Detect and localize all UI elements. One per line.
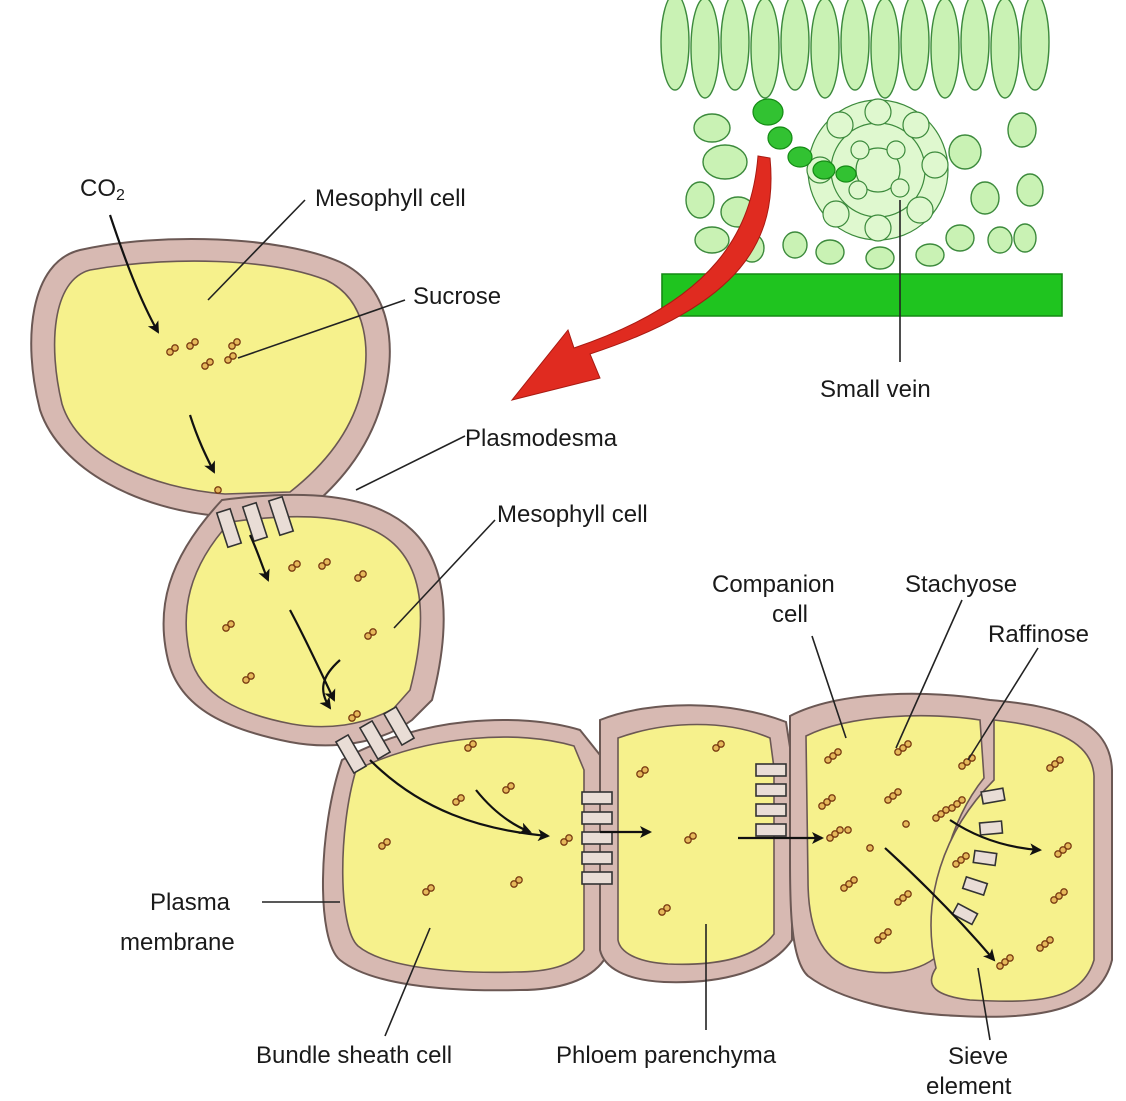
label-raffinose: Raffinose xyxy=(988,621,1089,648)
palisade-layer xyxy=(661,0,1049,98)
label-bundle-sheath: Bundle sheath cell xyxy=(256,1042,452,1069)
label-companion-1: Companion xyxy=(712,571,835,598)
label-mesophyll-top: Mesophyll cell xyxy=(315,185,466,212)
label-mesophyll-mid: Mesophyll cell xyxy=(497,501,648,528)
label-plasma-2: membrane xyxy=(120,929,235,956)
companion-sieve-complex xyxy=(790,694,1112,1017)
label-small-vein: Small vein xyxy=(820,376,931,403)
label-plasma-1: Plasma xyxy=(150,889,231,916)
phloem-parenchyma-cell xyxy=(600,705,792,982)
bundle-sheath-cell xyxy=(323,720,604,990)
mesophyll-cell-top xyxy=(31,239,390,516)
label-sieve-2: element xyxy=(926,1073,1012,1100)
label-stachyose: Stachyose xyxy=(905,571,1017,598)
label-plasmodesma: Plasmodesma xyxy=(465,425,618,452)
label-sucrose: Sucrose xyxy=(413,283,501,310)
label-co2: CO2 xyxy=(80,175,125,204)
label-companion-2: cell xyxy=(772,601,808,628)
label-phloem-parenchyma: Phloem parenchyma xyxy=(556,1042,777,1069)
label-sieve-1: Sieve xyxy=(948,1043,1008,1070)
